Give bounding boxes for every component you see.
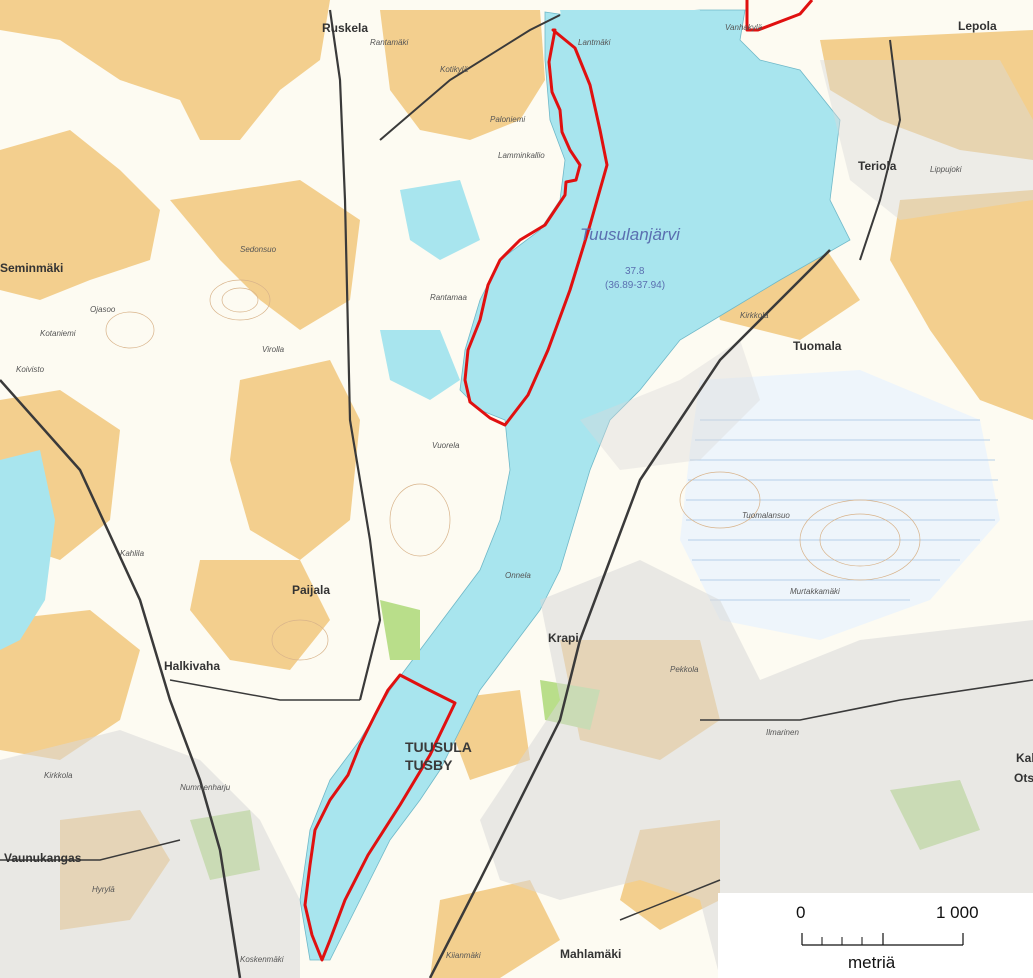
place-label: Kotikylä <box>440 65 469 74</box>
place-label: Paloniemi <box>490 115 525 124</box>
town-label-line2: TUSBY <box>405 757 453 773</box>
place-label: Halkivaha <box>164 659 220 673</box>
place-label: Tuomalansuo <box>742 511 790 520</box>
pond-center <box>380 330 460 400</box>
place-label: Ilmarinen <box>766 728 799 737</box>
place-label: Virolla <box>262 345 285 354</box>
scale-unit-label: metriä <box>848 953 896 972</box>
marsh-area <box>680 370 1000 640</box>
lake-name-label: Tuusulanjärvi <box>580 225 681 244</box>
place-label: Mahlamäki <box>560 947 621 961</box>
place-label: Kalev <box>1016 751 1033 765</box>
pond-west <box>0 450 55 650</box>
place-label: Lamminkallio <box>498 151 545 160</box>
lake-elevation-label: 37.8 <box>625 266 645 277</box>
place-label: Rantamäki <box>370 38 408 47</box>
place-label: Otsola <box>1014 771 1033 785</box>
boundary-south <box>303 673 457 962</box>
place-label: Rantamaa <box>430 293 467 302</box>
scale-bar-ticks <box>801 933 964 946</box>
pond-north <box>400 180 480 260</box>
lake-elevation-range-label: (36.89-37.94) <box>605 280 665 291</box>
place-label: Sedonsuo <box>240 245 277 254</box>
place-label: Vaunukangas <box>4 851 82 865</box>
place-label: Koivisto <box>16 365 45 374</box>
scale-start-label: 0 <box>796 903 806 922</box>
scale-end-label: 1 000 <box>936 903 979 922</box>
place-label: Kirkkola <box>740 311 769 320</box>
lake-tuusulanjarvi <box>299 9 851 961</box>
place-label: Kotaniemi <box>40 329 76 338</box>
place-label: Krapi <box>548 631 579 645</box>
place-label: Koskenmäki <box>240 955 284 964</box>
boundary-top-right <box>745 0 814 32</box>
place-label: Vuorela <box>432 441 460 450</box>
town-label-line1: TUUSULA <box>405 739 472 755</box>
boundary-north <box>463 28 609 427</box>
road-network <box>0 9 1033 978</box>
place-label: Hyrylä <box>92 885 115 894</box>
place-label: Murtakkamäki <box>790 587 840 596</box>
place-label: Kirkkola <box>44 771 73 780</box>
lake-north-bay <box>560 10 700 80</box>
place-label: Lepola <box>958 19 997 33</box>
place-label: Tuomala <box>793 339 842 353</box>
place-label: Vanhakylä <box>725 23 763 32</box>
place-label: Pekkola <box>670 665 699 674</box>
place-label: Onnela <box>505 571 531 580</box>
place-label: Ojasoo <box>90 305 116 314</box>
place-label: Lippujoki <box>930 165 962 174</box>
place-label: Nummenharju <box>180 783 231 792</box>
place-label: Kahlila <box>120 549 145 558</box>
place-label: Seminmäki <box>0 261 63 275</box>
place-label: Lantmäki <box>578 38 611 47</box>
place-label: Paijala <box>292 583 330 597</box>
place-label: Kiianmäki <box>446 951 481 960</box>
place-label: Ruskela <box>322 21 368 35</box>
urban-areas <box>0 60 1033 978</box>
contours <box>105 279 921 661</box>
boundary-outlines <box>303 0 814 962</box>
place-label: Teriola <box>858 159 897 173</box>
scale-bar: 0 1 000 metriä <box>718 893 1033 978</box>
